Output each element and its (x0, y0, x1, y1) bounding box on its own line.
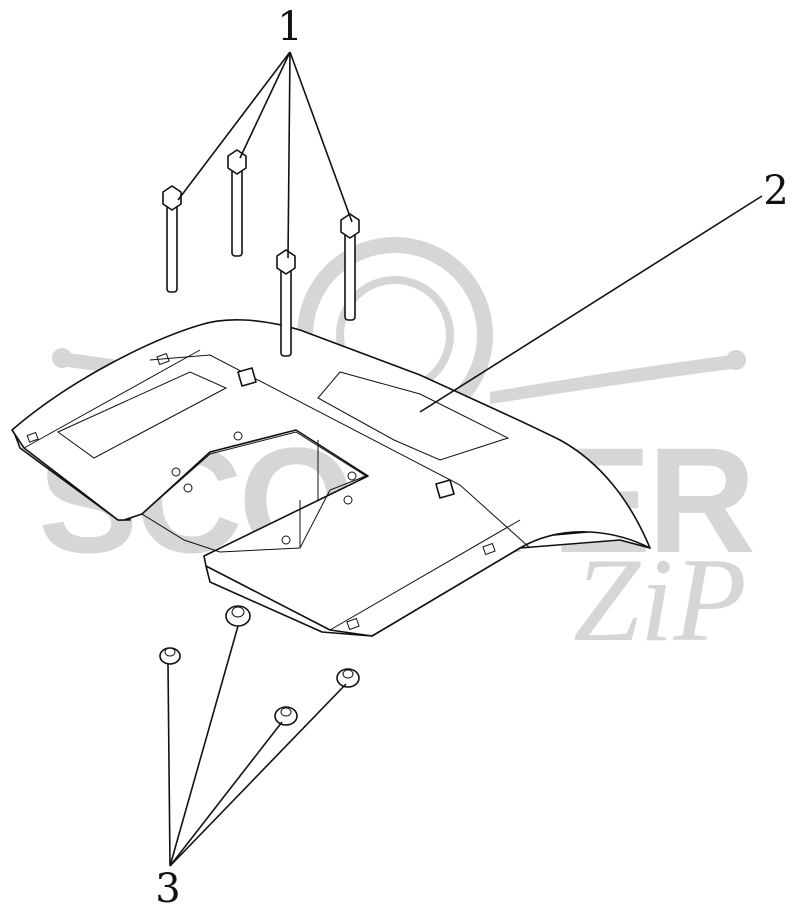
plate-fold-line-right (23, 349, 201, 449)
callout-2: 2 (763, 168, 788, 214)
round-hole-4 (347, 471, 357, 481)
callout-3: 3 (155, 866, 180, 912)
square-hole-1 (156, 352, 170, 366)
nuts (159, 605, 360, 726)
watermark-right-dot (726, 350, 746, 370)
nut-1 (159, 647, 181, 665)
leader-lines (167, 51, 763, 867)
bolts (162, 149, 360, 357)
watermark-script: ZiP (573, 533, 746, 666)
square-hole-2 (26, 431, 39, 443)
round-hole-2 (171, 467, 181, 477)
leader-3-nut-4 (169, 683, 347, 867)
watermark-left-dot (52, 348, 72, 368)
round-hole-6 (281, 535, 291, 545)
bolt-3 (340, 213, 360, 321)
leader-3-nut-3 (169, 721, 283, 867)
bolt-4 (276, 249, 296, 357)
plate-top-surface (11, 319, 651, 637)
leader-3-nut-2 (169, 625, 239, 867)
clip-1 (237, 367, 257, 387)
leader-1-bolt-2 (239, 51, 291, 159)
leader-1-bolt-3 (289, 51, 353, 223)
plate-center-cutout (141, 431, 368, 553)
round-hole-3 (183, 483, 193, 493)
watermark-right-arm (490, 354, 740, 404)
square-hole-3 (482, 542, 496, 556)
nut-3 (274, 706, 298, 726)
round-hole-1 (233, 431, 243, 441)
nut-2 (225, 605, 251, 627)
bolt-2 (227, 149, 247, 257)
clip-2 (435, 479, 455, 499)
plate-fold-line-front (329, 519, 521, 631)
leader-1-bolt-1 (177, 51, 291, 201)
callout-1: 1 (277, 4, 302, 50)
plate-recess-left (57, 371, 228, 459)
leader-2-plate (419, 195, 763, 413)
leader-3-nut-1 (167, 663, 171, 867)
plate-recess-right (317, 371, 510, 461)
leader-1-bolt-4 (287, 51, 291, 259)
square-hole-4 (346, 617, 360, 631)
mount-plate (11, 319, 651, 637)
round-hole-5 (343, 495, 353, 505)
bolt-1 (162, 185, 182, 293)
nut-4 (336, 668, 360, 688)
plate-fold-line-left (149, 354, 531, 549)
